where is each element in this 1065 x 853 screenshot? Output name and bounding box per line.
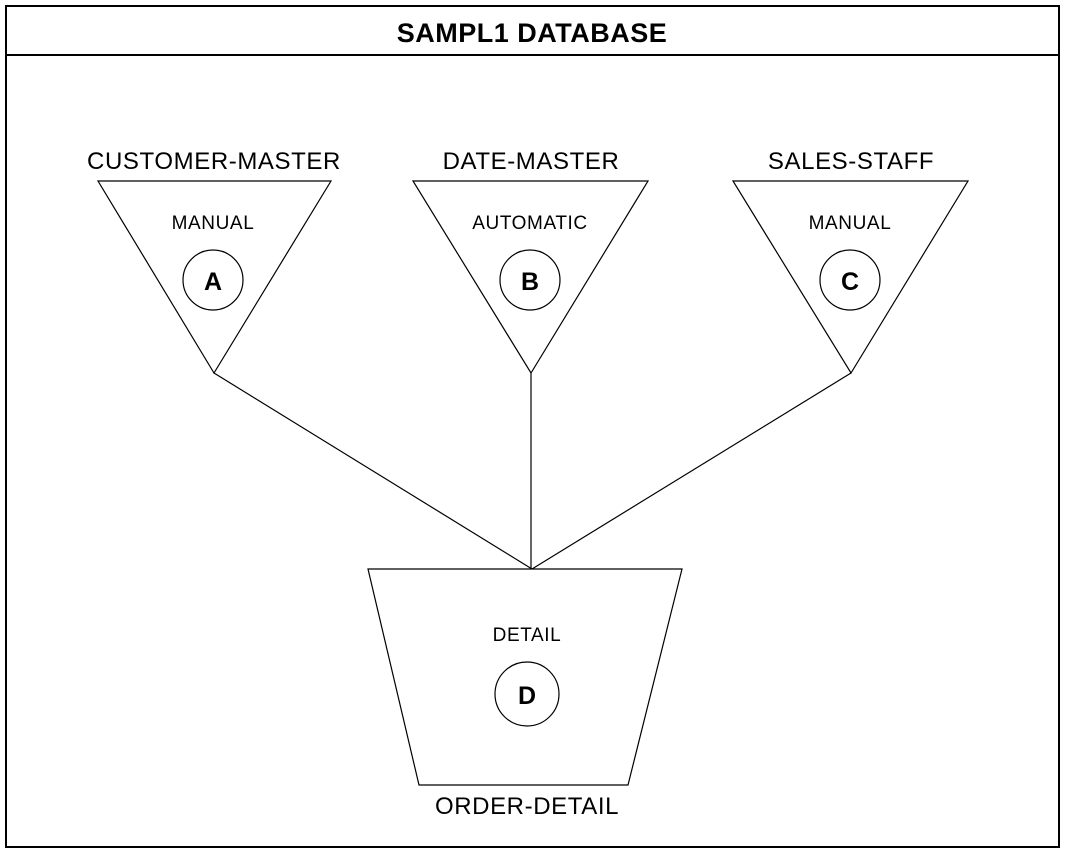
- entity-label-sales-staff: SALES-STAFF: [768, 148, 934, 175]
- entity-label-date-master: DATE-MASTER: [443, 148, 620, 175]
- entity-code-label-c: C: [841, 268, 859, 296]
- entity-order-detail[interactable]: DETAIL D ORDER-DETAIL: [367, 568, 683, 820]
- entity-mode-sales-staff: MANUAL: [809, 213, 892, 234]
- outer-frame: [5, 5, 1060, 848]
- entity-code-label-d: D: [518, 682, 536, 710]
- entity-sales-staff[interactable]: SALES-STAFF MANUAL C: [731, 148, 970, 375]
- entity-date-master[interactable]: DATE-MASTER AUTOMATIC B: [411, 148, 650, 375]
- entity-code-circle-c[interactable]: [819, 249, 881, 311]
- entity-label-order-detail: ORDER-DETAIL: [435, 793, 619, 820]
- entity-label-customer-master: CUSTOMER-MASTER: [87, 148, 341, 175]
- entity-code-circle-a[interactable]: [182, 249, 244, 311]
- connector-c-to-d: [531, 372, 852, 570]
- page-title: SAMPL1 DATABASE: [397, 18, 668, 48]
- entity-code-label-b: B: [521, 268, 539, 296]
- entity-mode-date-master: AUTOMATIC: [472, 213, 588, 234]
- entity-mode-order-detail: DETAIL: [493, 625, 562, 646]
- entity-code-circle-b[interactable]: [499, 249, 561, 311]
- entity-code-label-a: A: [204, 268, 222, 296]
- entity-mode-customer-master: MANUAL: [172, 213, 255, 234]
- entity-customer-master[interactable]: CUSTOMER-MASTER MANUAL A: [87, 148, 341, 375]
- entity-code-circle-d[interactable]: [494, 661, 560, 727]
- connector-a-to-d: [213, 372, 533, 570]
